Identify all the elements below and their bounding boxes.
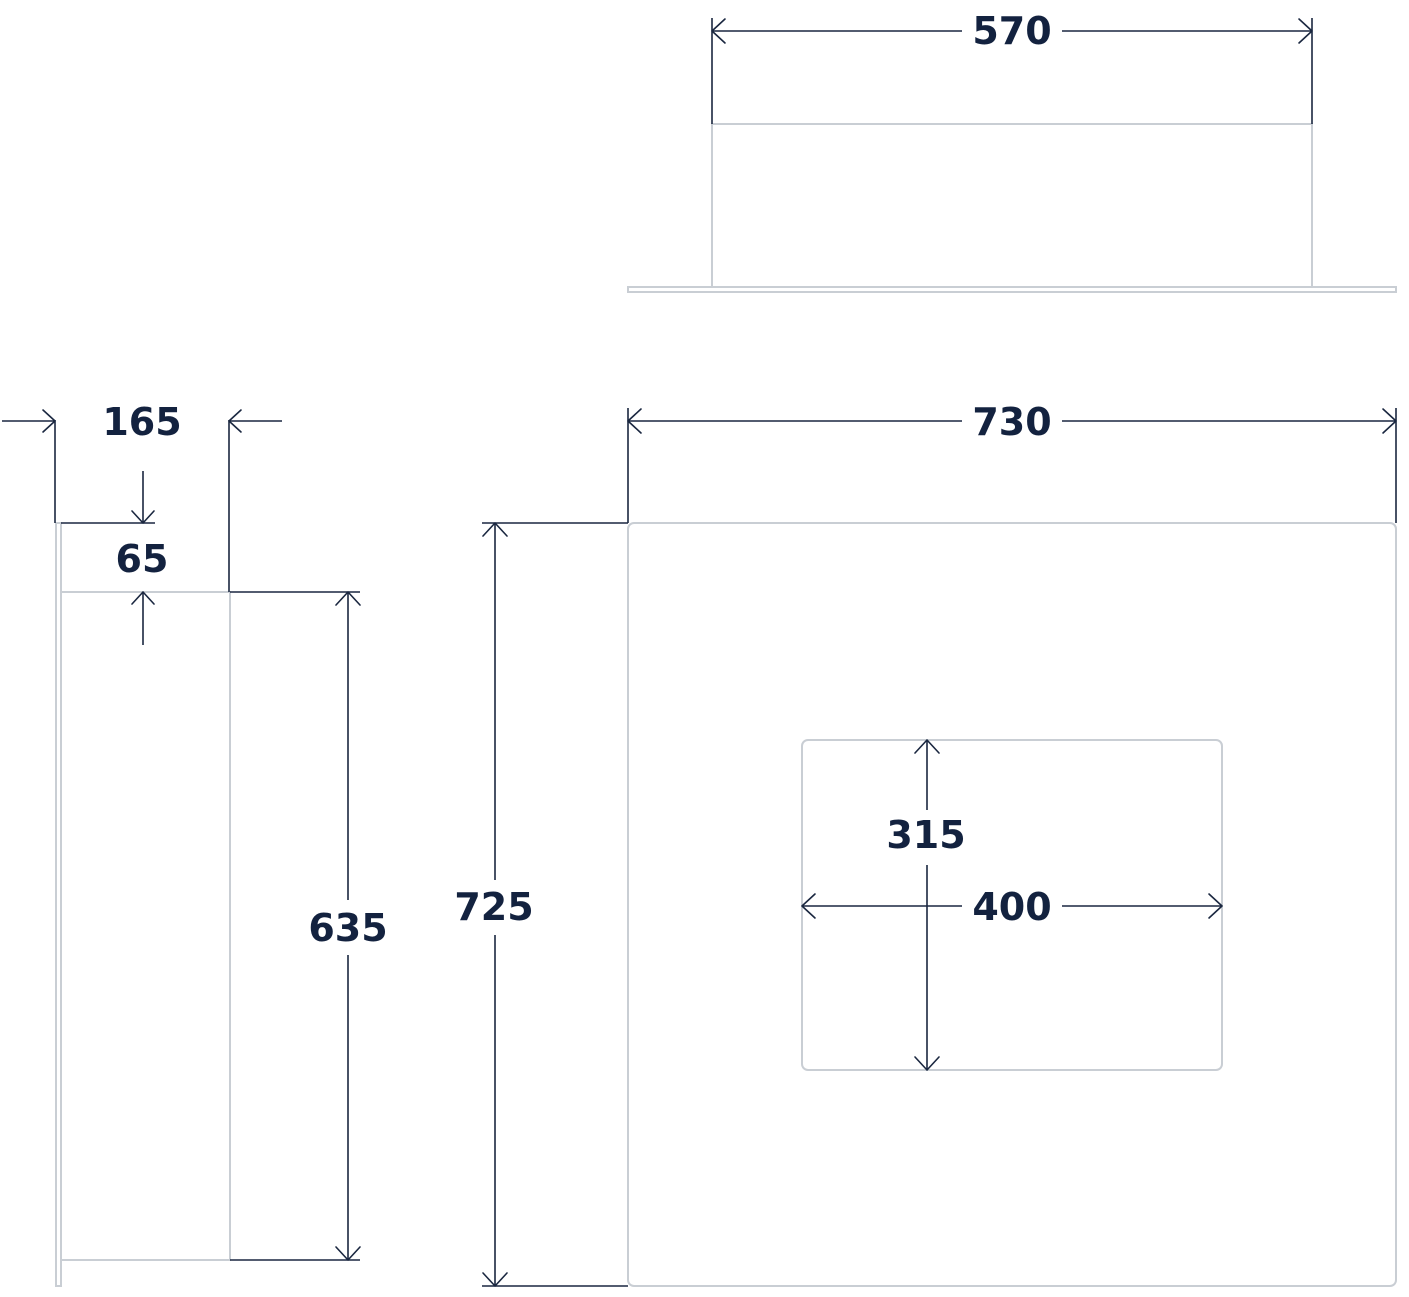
side-depth-label: 165 xyxy=(102,400,181,444)
arrowhead-left-icon xyxy=(228,409,242,433)
arrowhead-down-icon xyxy=(482,1272,508,1287)
arrowhead-left-icon xyxy=(801,893,816,919)
arrowhead-down-icon xyxy=(131,510,155,524)
front-view: 730 725 315 400 xyxy=(454,400,1397,1287)
front-view-panel xyxy=(627,522,1397,1287)
arrowhead-up-icon xyxy=(335,591,361,606)
arrowhead-right-icon xyxy=(1382,408,1397,434)
arrowhead-down-icon xyxy=(914,1056,940,1071)
side-offset-label: 65 xyxy=(116,537,169,581)
arrowhead-up-icon xyxy=(482,522,508,537)
arrowhead-down-icon xyxy=(335,1246,361,1261)
arrowhead-right-icon xyxy=(42,409,56,433)
arrowhead-right-icon xyxy=(1298,18,1313,44)
top-width-label: 570 xyxy=(972,9,1051,53)
front-width-label: 730 xyxy=(972,400,1051,444)
arrowhead-left-icon xyxy=(711,18,726,44)
arrowhead-right-icon xyxy=(1208,893,1223,919)
front-height-label: 725 xyxy=(454,885,533,929)
side-view: 165 65 635 xyxy=(2,400,388,1287)
side-view-body xyxy=(60,591,231,1261)
top-view-body xyxy=(711,123,1313,288)
top-view-flange xyxy=(627,286,1397,293)
top-view: 570 xyxy=(627,9,1397,293)
arrowhead-left-icon xyxy=(627,408,642,434)
side-height-label: 635 xyxy=(308,906,387,950)
arrowhead-up-icon xyxy=(131,591,155,605)
opening-width-label: 400 xyxy=(972,885,1051,929)
arrowhead-up-icon xyxy=(914,739,940,754)
opening-height-label: 315 xyxy=(886,813,965,857)
